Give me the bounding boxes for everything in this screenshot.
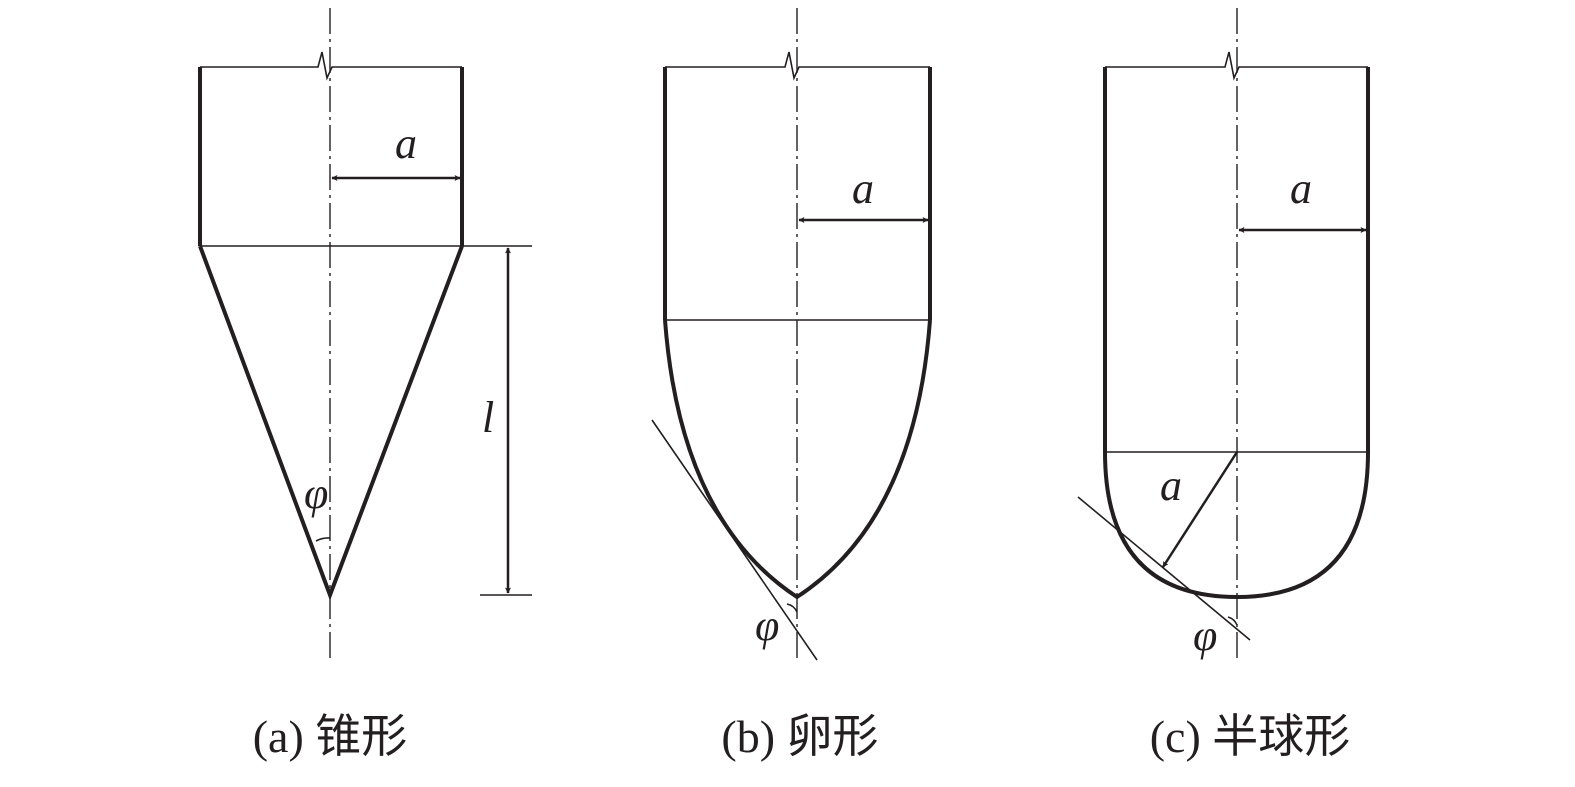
angle-arc [315, 537, 331, 542]
break-line [1105, 51, 1368, 81]
angle-arc [786, 603, 798, 613]
radius-label: a [1290, 164, 1312, 213]
angle-label: φ [304, 469, 328, 518]
figure-a-cone: a l φ (a) 锥形 [198, 8, 532, 762]
figure-b-ogive: a φ (b) 卵形 [651, 8, 932, 762]
break-line [200, 51, 462, 81]
radius-label: a [852, 164, 874, 213]
inner-radius-label: a [1160, 461, 1182, 510]
tangent-line [651, 419, 818, 661]
radius-label: a [395, 119, 417, 168]
length-label: l [482, 393, 494, 442]
angle-label: φ [755, 601, 779, 650]
caption-b: (b) 卵形 [721, 711, 878, 762]
cone-tip [198, 245, 464, 601]
caption-a: (a) 锥形 [253, 711, 408, 762]
inner-radius-arrow [1161, 451, 1239, 568]
ogive-nose [663, 319, 932, 600]
tangent-line [1077, 496, 1251, 641]
caption-c: (c) 半球形 [1150, 711, 1351, 762]
break-line [665, 51, 930, 81]
figure-c-hemisphere: a a φ (c) 半球形 [1077, 8, 1370, 762]
angle-arc [1227, 616, 1238, 626]
angle-label: φ [1193, 611, 1217, 660]
hemisphere-nose [1103, 451, 1370, 600]
